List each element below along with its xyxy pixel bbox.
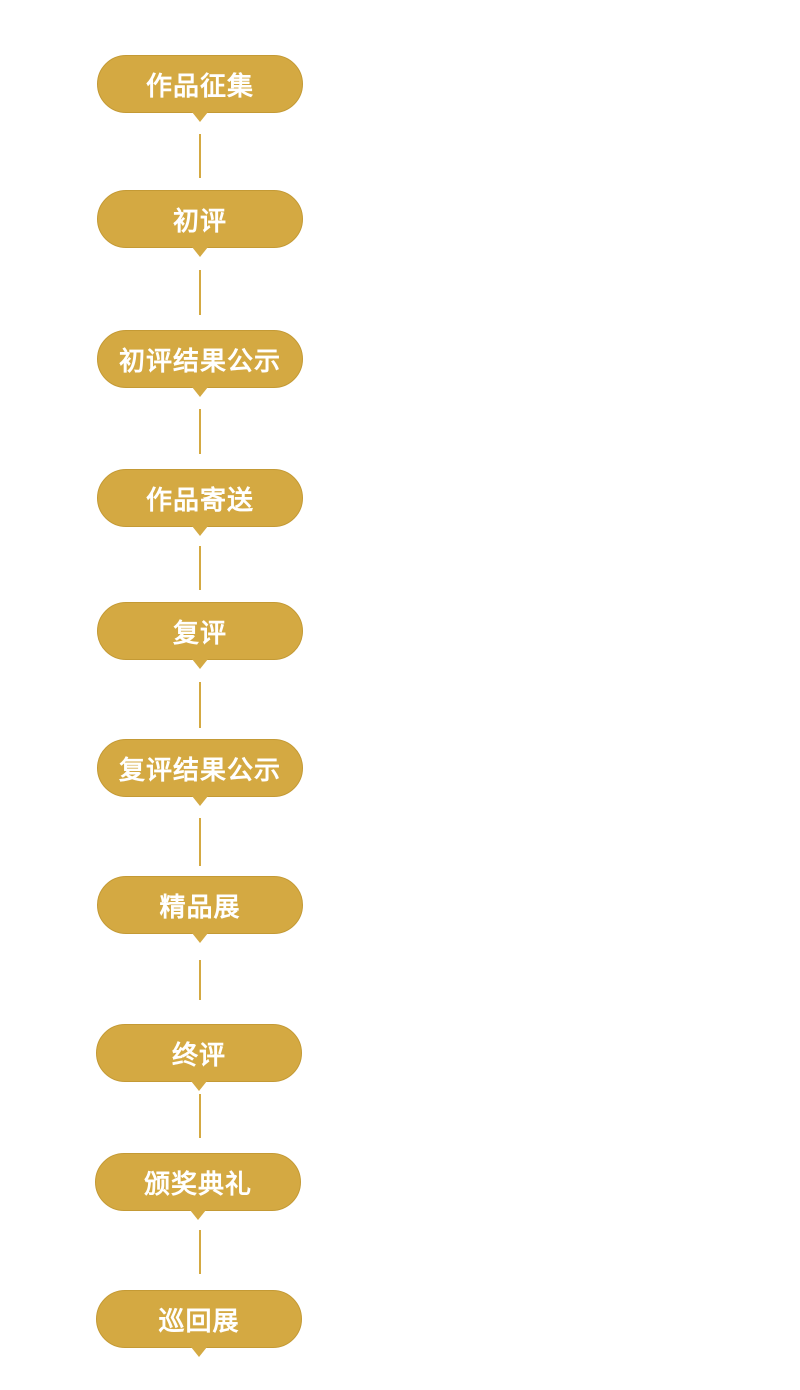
step-pointer (192, 933, 208, 943)
step-pointer (191, 1347, 207, 1357)
step-pointer (192, 247, 208, 257)
step-label: 复评结果公示 (118, 755, 281, 786)
step-pointer (191, 1081, 207, 1091)
connector-line (199, 818, 201, 866)
connector-line (199, 270, 201, 315)
step-preliminary-review: 初评 (97, 190, 303, 257)
step-touring-exhibition: 巡回展 (96, 1290, 302, 1357)
step-label: 颁奖典礼 (143, 1169, 252, 1200)
step-label: 巡回展 (158, 1306, 240, 1337)
connector-line (199, 960, 201, 1000)
step-second-review: 复评 (97, 602, 303, 669)
step-label: 初评结果公示 (118, 346, 281, 377)
connector-line (199, 1230, 201, 1274)
step-pointer (192, 112, 208, 122)
connector-line (199, 546, 201, 590)
connector-line (199, 134, 201, 178)
step-pointer (192, 526, 208, 536)
step-label: 作品征集 (145, 71, 254, 102)
step-selected-exhibition: 精品展 (97, 876, 303, 943)
connector-line (199, 409, 201, 454)
step-label: 初评 (172, 206, 227, 237)
step-second-results: 复评结果公示 (97, 739, 303, 806)
step-label: 作品寄送 (145, 485, 254, 516)
connector-line (199, 682, 201, 728)
step-preliminary-results: 初评结果公示 (97, 330, 303, 397)
step-pointer (192, 796, 208, 806)
step-pointer (192, 387, 208, 397)
step-work-shipping: 作品寄送 (97, 469, 303, 536)
connector-line (199, 1094, 201, 1138)
step-pointer (190, 1210, 206, 1220)
step-label: 精品展 (159, 892, 241, 923)
step-label: 终评 (171, 1040, 226, 1071)
step-pointer (192, 659, 208, 669)
step-label: 复评 (172, 618, 227, 649)
step-submission-call: 作品征集 (97, 55, 303, 122)
step-final-review: 终评 (96, 1024, 302, 1091)
step-award-ceremony: 颁奖典礼 (95, 1153, 301, 1220)
